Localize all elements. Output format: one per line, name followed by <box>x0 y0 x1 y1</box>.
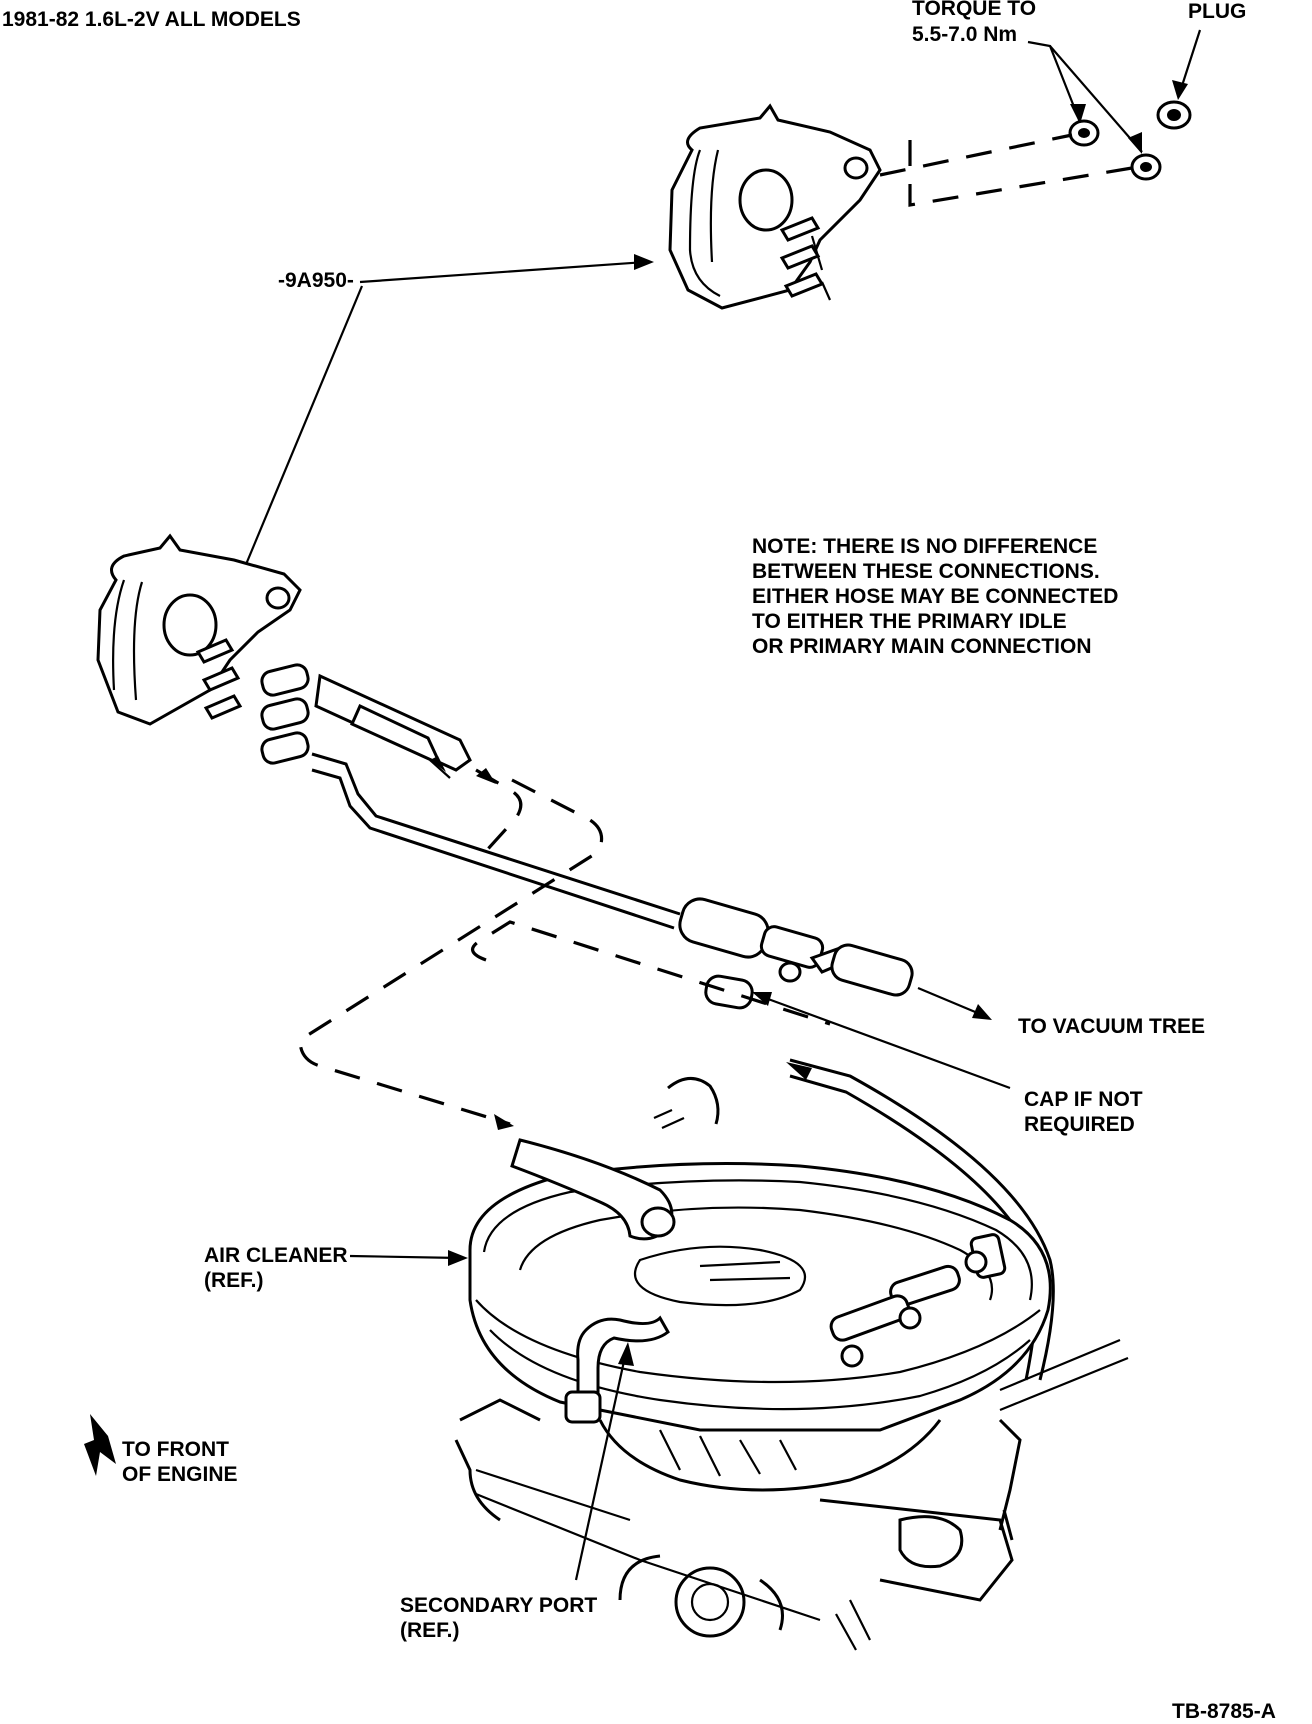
control-valve-lower <box>96 533 302 726</box>
air-cleaner-label-line1: AIR CLEANER <box>204 1244 348 1267</box>
front-label-line2: OF ENGINE <box>122 1463 238 1486</box>
hose-connectors <box>260 663 310 765</box>
torque-label-line1: TORQUE TO <box>912 0 1036 20</box>
secondary-port-label-line1: SECONDARY PORT <box>400 1594 597 1617</box>
part-number-label: -9A950- <box>278 269 354 292</box>
secondary-port-leader <box>574 1342 634 1581</box>
diagram-title: 1981-82 1.6L-2V ALL MODELS <box>2 8 301 31</box>
vacuum-tree-label: TO VACUUM TREE <box>1018 1015 1205 1038</box>
figure-id: TB-8785-A <box>1172 1700 1276 1723</box>
air-cleaner-leader <box>349 1250 468 1266</box>
note-line-2: BETWEEN THESE CONNECTIONS. <box>752 560 1100 583</box>
note-line-3: EITHER HOSE MAY BE CONNECTED <box>752 585 1118 608</box>
front-arrow-icon <box>84 1414 116 1476</box>
vacuum-tube <box>311 752 914 1010</box>
torque-leader-lines <box>1027 40 1143 154</box>
torque-cap-upper <box>1068 119 1100 147</box>
cap-label-line2: REQUIRED <box>1024 1113 1135 1136</box>
note-line-5: OR PRIMARY MAIN CONNECTION <box>752 635 1092 658</box>
secondary-port-label-line2: (REF.) <box>400 1619 460 1642</box>
carburetor-engine-base <box>454 1398 1022 1651</box>
cap-leader <box>752 992 1011 1090</box>
plug-cap <box>1156 100 1192 130</box>
cap-dashed-guides <box>879 133 1133 207</box>
control-valve-upper <box>668 103 882 310</box>
distributor-port <box>653 1077 720 1130</box>
note-line-4: TO EITHER THE PRIMARY IDLE <box>752 610 1067 633</box>
cap-label-line1: CAP IF NOT <box>1024 1088 1143 1111</box>
torque-cap-lower <box>1130 153 1162 181</box>
torque-label-line2: 5.5-7.0 Nm <box>912 23 1017 46</box>
plug-leader-line <box>1172 29 1202 100</box>
note-line-1: NOTE: THERE IS NO DIFFERENCE <box>752 535 1097 558</box>
part-number-leaders <box>226 254 654 606</box>
front-label-line1: TO FRONT <box>122 1438 229 1461</box>
plug-label: PLUG <box>1188 0 1246 23</box>
air-cleaner-assembly <box>468 1138 1129 1432</box>
note-block: NOTE: THERE IS NO DIFFERENCE BETWEEN THE… <box>752 535 1118 658</box>
primary-hoses <box>314 673 496 784</box>
air-cleaner-label-line2: (REF.) <box>204 1269 264 1292</box>
vacuum-tree-leader <box>917 986 992 1020</box>
dashed-hose-routings <box>298 768 831 1130</box>
